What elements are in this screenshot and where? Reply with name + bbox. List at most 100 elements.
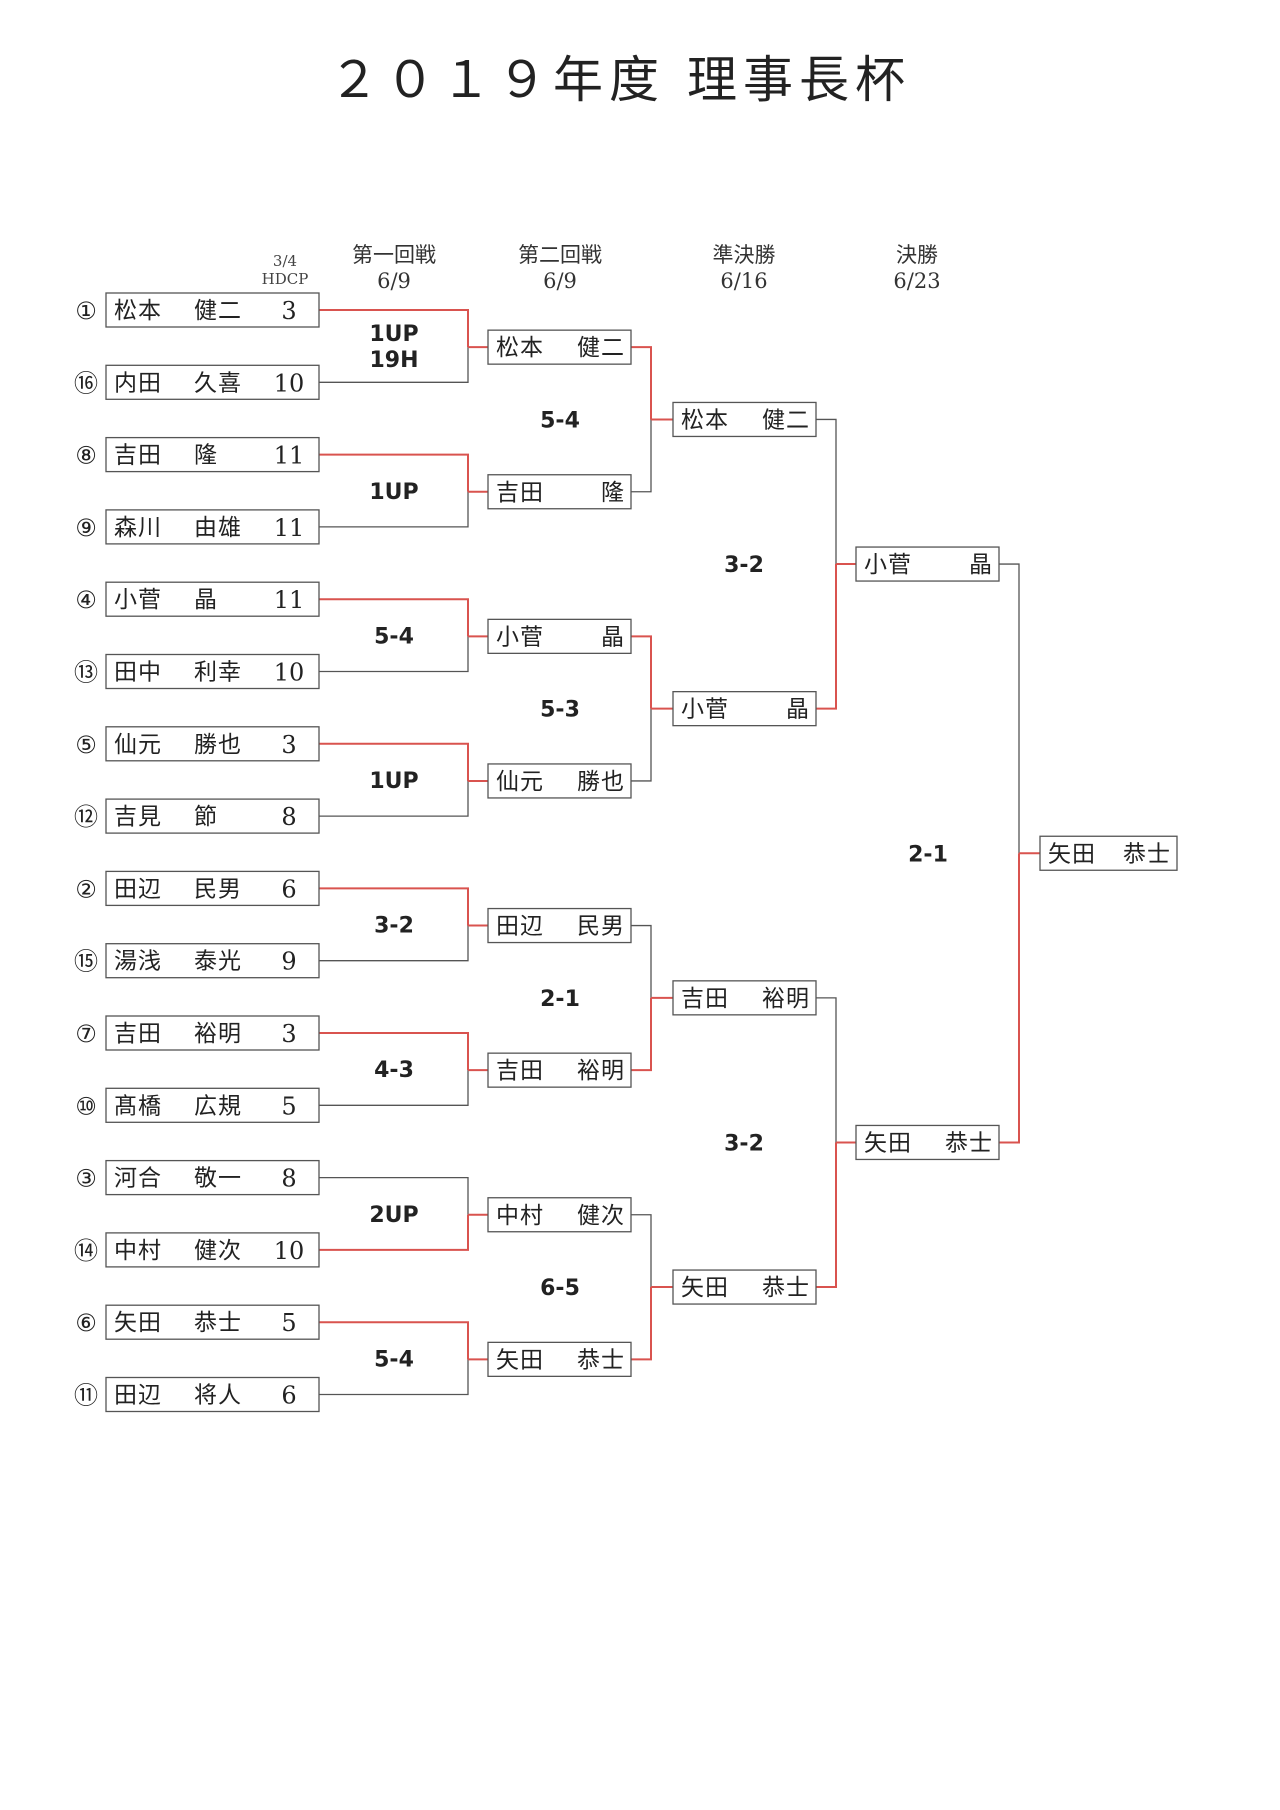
entrant-5-given: 晶 [194, 587, 218, 613]
page-title: ２０１９年度 理事長杯 [329, 51, 911, 109]
entrant-4-seed: ⑨ [75, 514, 97, 542]
entrant-4-given: 由雄 [194, 515, 242, 541]
semifinal-slot-4: 矢田 恭士 [672, 1269, 817, 1305]
round1-match-2-arm-bottom [319, 491, 469, 528]
round1-match-8-arm-top [319, 1321, 469, 1360]
round2-match-4-arm-top [631, 1214, 652, 1288]
round1-match-1-score-1: 1UP [369, 322, 418, 347]
entrant-7-seed: ⑤ [75, 731, 97, 759]
entrant-3-seed: ⑧ [75, 442, 97, 470]
round2-slot-4-family: 仙元 [496, 769, 544, 795]
round2-header-name: 第二回戦 [518, 243, 602, 267]
entrant-1-given: 健二 [194, 298, 242, 324]
round2-match-2-arm-bottom [631, 708, 652, 782]
semifinal-match-2-arm-bottom [816, 1142, 837, 1289]
entrant-2-family: 内田 [114, 370, 162, 396]
semifinal-slot-2-given: 晶 [786, 697, 810, 723]
entrant-14-given: 健次 [194, 1238, 242, 1264]
round2-slot-7-box [487, 1197, 632, 1233]
entrant-6-box [105, 653, 320, 690]
round1-match-3-score-1: 5-4 [374, 624, 414, 649]
round1-match-7-score-1: 2UP [369, 1203, 418, 1228]
final-match-arm-bottom [999, 853, 1020, 1144]
entrant-7-hdcp: 3 [281, 731, 296, 759]
round2-slot-6-box [487, 1052, 632, 1088]
semifinal-slot-2-family: 小菅 [681, 697, 729, 723]
entrant-8-hdcp: 8 [281, 803, 296, 831]
semifinal-slot-3-box [672, 980, 817, 1016]
final-slot-2: 矢田恭士 [855, 1124, 1000, 1161]
round2-slot-4-box [487, 763, 632, 799]
final-slot-1-box [855, 546, 1000, 582]
semifinal-slot-4-given: 恭士 [762, 1275, 810, 1301]
entrant-11-hdcp: 3 [281, 1020, 296, 1048]
semifinal-match-2-arm-top [816, 997, 837, 1143]
entrant-3-box [105, 436, 320, 473]
entrant-15-given: 恭士 [194, 1310, 242, 1336]
entrant-11-given: 裕明 [194, 1021, 242, 1047]
entrant-12-hdcp: 5 [281, 1092, 296, 1120]
entrant-12-box [105, 1087, 320, 1123]
round2-slot-6-family: 吉田 [496, 1058, 544, 1084]
round1-match-8-arm-bottom [319, 1359, 469, 1396]
round1-match-1-score-2: 19H [369, 348, 418, 373]
entrant-16-family: 田辺 [114, 1383, 162, 1409]
entrant-10-seed: ⑮ [74, 948, 98, 976]
entrant-16-hdcp: 6 [281, 1382, 296, 1410]
hdcp-header-top: 3/4 [273, 252, 297, 270]
round2-slot-6-given: 裕明 [577, 1058, 625, 1084]
round2-slot-1-family: 松本 [496, 335, 544, 361]
round1-match-8-score-1: 5-4 [374, 1347, 414, 1372]
round2-slot-3-family: 小菅 [496, 624, 544, 650]
entrant-4-hdcp: 11 [274, 514, 305, 542]
round2-match-1-score: 5-4 [540, 408, 580, 433]
round2-slot-4-given: 勝也 [577, 769, 625, 795]
round2-header-date: 6/9 [543, 269, 577, 293]
round1-match-6-arm-top [319, 1032, 469, 1071]
round1-header-date: 6/9 [377, 269, 411, 293]
round2-slot-1-given: 健二 [577, 335, 625, 361]
entrant-2-box [105, 364, 320, 400]
round2-slot-8-family: 矢田 [496, 1347, 544, 1373]
semifinal-slot-1-given: 健二 [762, 407, 810, 433]
round2-slot-8-given: 恭士 [577, 1347, 625, 1373]
entrant-16-given: 将人 [194, 1383, 242, 1409]
round1-match-2-arm-top [319, 453, 469, 492]
champion-slot-family: 矢田 [1048, 841, 1096, 867]
round2-slot-5-box [487, 907, 632, 944]
round2-slot-1: 松本 健二 [487, 329, 632, 365]
final-slot-1-family: 小菅 [864, 552, 912, 578]
semifinal-slot-2-box [672, 691, 817, 727]
round2-slot-5: 田辺民男 [487, 907, 632, 944]
champion-slot-box [1039, 835, 1178, 871]
entrant-1-seed: ① [75, 297, 97, 325]
round2-slot-4: 仙元 勝也 [487, 763, 632, 799]
entrant-3-hdcp: 11 [274, 442, 305, 470]
entrant-3-given: 隆 [194, 443, 218, 469]
entrant-14-box [105, 1232, 320, 1268]
semifinal-slot-1-family: 松本 [681, 407, 729, 433]
entrant-9-hdcp: 6 [281, 875, 296, 903]
round2-slot-2-box [487, 474, 632, 510]
semifinal-slot-4-family: 矢田 [681, 1275, 729, 1301]
entrant-8: 吉見 節 8 [105, 798, 320, 834]
entrant-5-hdcp: 11 [274, 586, 305, 614]
entrant-8-family: 吉見 [114, 804, 162, 830]
semifinal-match-1-score: 3-2 [724, 553, 764, 578]
entrant-2-given: 久喜 [194, 370, 242, 396]
round2-slot-8-box [487, 1341, 632, 1377]
semifinal-slot-3-family: 吉田 [681, 986, 729, 1012]
semifinal-header-name: 準決勝 [713, 243, 776, 267]
final-match-arm-top [999, 563, 1020, 854]
final-header-name: 決勝 [896, 243, 938, 267]
entrant-8-given: 節 [194, 804, 218, 830]
round2-match-2-arm-top [631, 635, 652, 709]
entrant-11-family: 吉田 [114, 1021, 162, 1047]
entrant-8-box [105, 798, 320, 834]
